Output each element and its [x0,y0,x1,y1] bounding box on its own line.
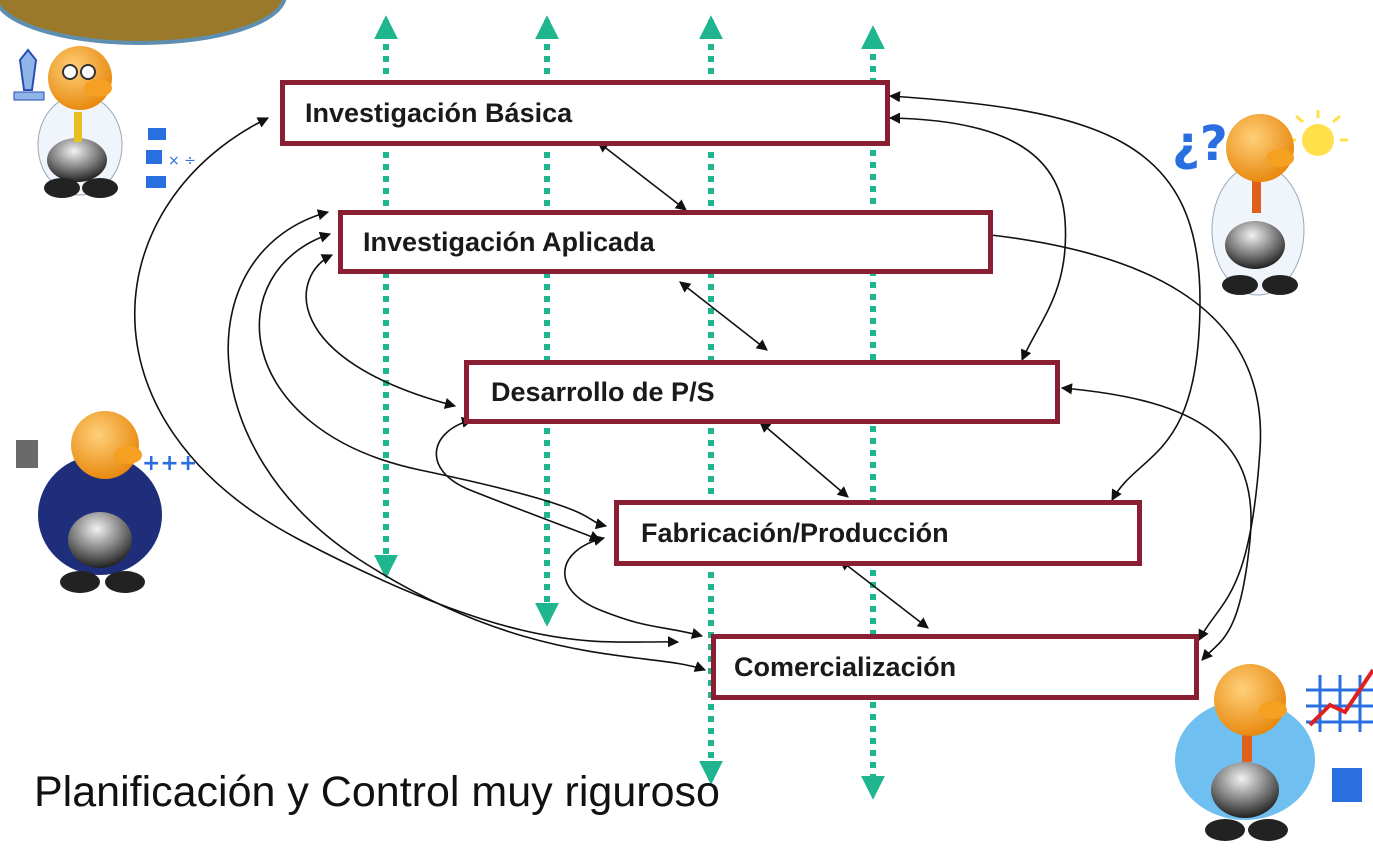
footer-caption: Planificación y Control muy riguroso [34,768,720,816]
stage-label: Investigación Aplicada [363,226,655,257]
stage-label: Investigación Básica [305,97,573,128]
thinking-scientist-icon: ¿? [1172,110,1348,296]
connector-right-desarrollo-comercial [1060,383,1252,661]
connector-right-basica-fabricacion [888,91,1201,501]
connectors [133,91,1262,672]
stage-label: Fabricación/Producción [641,517,949,548]
engineer-icon: +++ [16,411,197,593]
stage-label: Comercialización [734,651,957,682]
salesperson-with-chart-icon [1175,664,1373,841]
stage-label: Desarrollo de P/S [491,376,715,407]
connector-left-aplicada-desarrollo [305,254,457,409]
connector-left-fabricacion-comercial [564,534,704,639]
stage-desarrollo: Desarrollo de P/S [464,360,1060,424]
connector-left-desarrollo-fabricacion [435,416,602,542]
svg-text:× ÷: × ÷ [168,153,196,169]
speech-bubble [0,0,287,45]
connector-basica-aplicada [597,141,687,211]
svg-text:¿?: ¿? [1172,116,1228,172]
stage-investigacion-basica: Investigación Básica [280,80,890,146]
svg-text:+++: +++ [142,451,197,476]
connector-aplicada-desarrollo [679,281,768,351]
stage-fabricacion: Fabricación/Producción [614,500,1142,566]
stage-comercializacion: Comercialización [711,634,1199,700]
connector-fabricacion-comercial [839,559,929,629]
stage-investigacion-aplicada: Investigación Aplicada [338,210,993,274]
connector-desarrollo-fabricacion [759,421,849,498]
researcher-with-microscope-icon: × ÷ [13,46,196,198]
connector-left-aplicada-comercial [227,209,707,672]
connector-right-aplicada-comercial [980,229,1262,641]
